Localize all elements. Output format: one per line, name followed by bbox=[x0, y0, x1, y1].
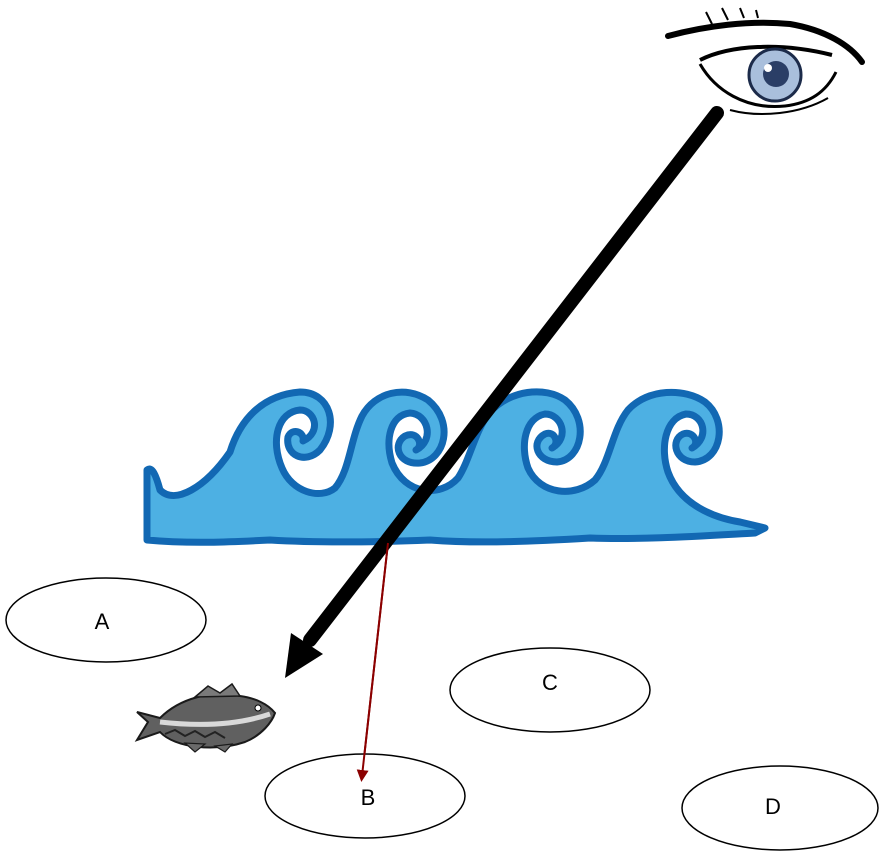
option-b[interactable]: B bbox=[265, 754, 465, 838]
option-a-label: A bbox=[95, 609, 110, 634]
option-d[interactable]: D bbox=[682, 766, 878, 850]
water-waves bbox=[147, 392, 765, 542]
fish-icon bbox=[137, 684, 275, 752]
option-b-label: B bbox=[361, 785, 376, 810]
option-a[interactable]: A bbox=[6, 578, 206, 662]
option-c-label: C bbox=[542, 670, 558, 695]
option-c[interactable]: C bbox=[450, 648, 650, 732]
option-d-label: D bbox=[765, 794, 781, 819]
eye-icon bbox=[668, 8, 862, 114]
